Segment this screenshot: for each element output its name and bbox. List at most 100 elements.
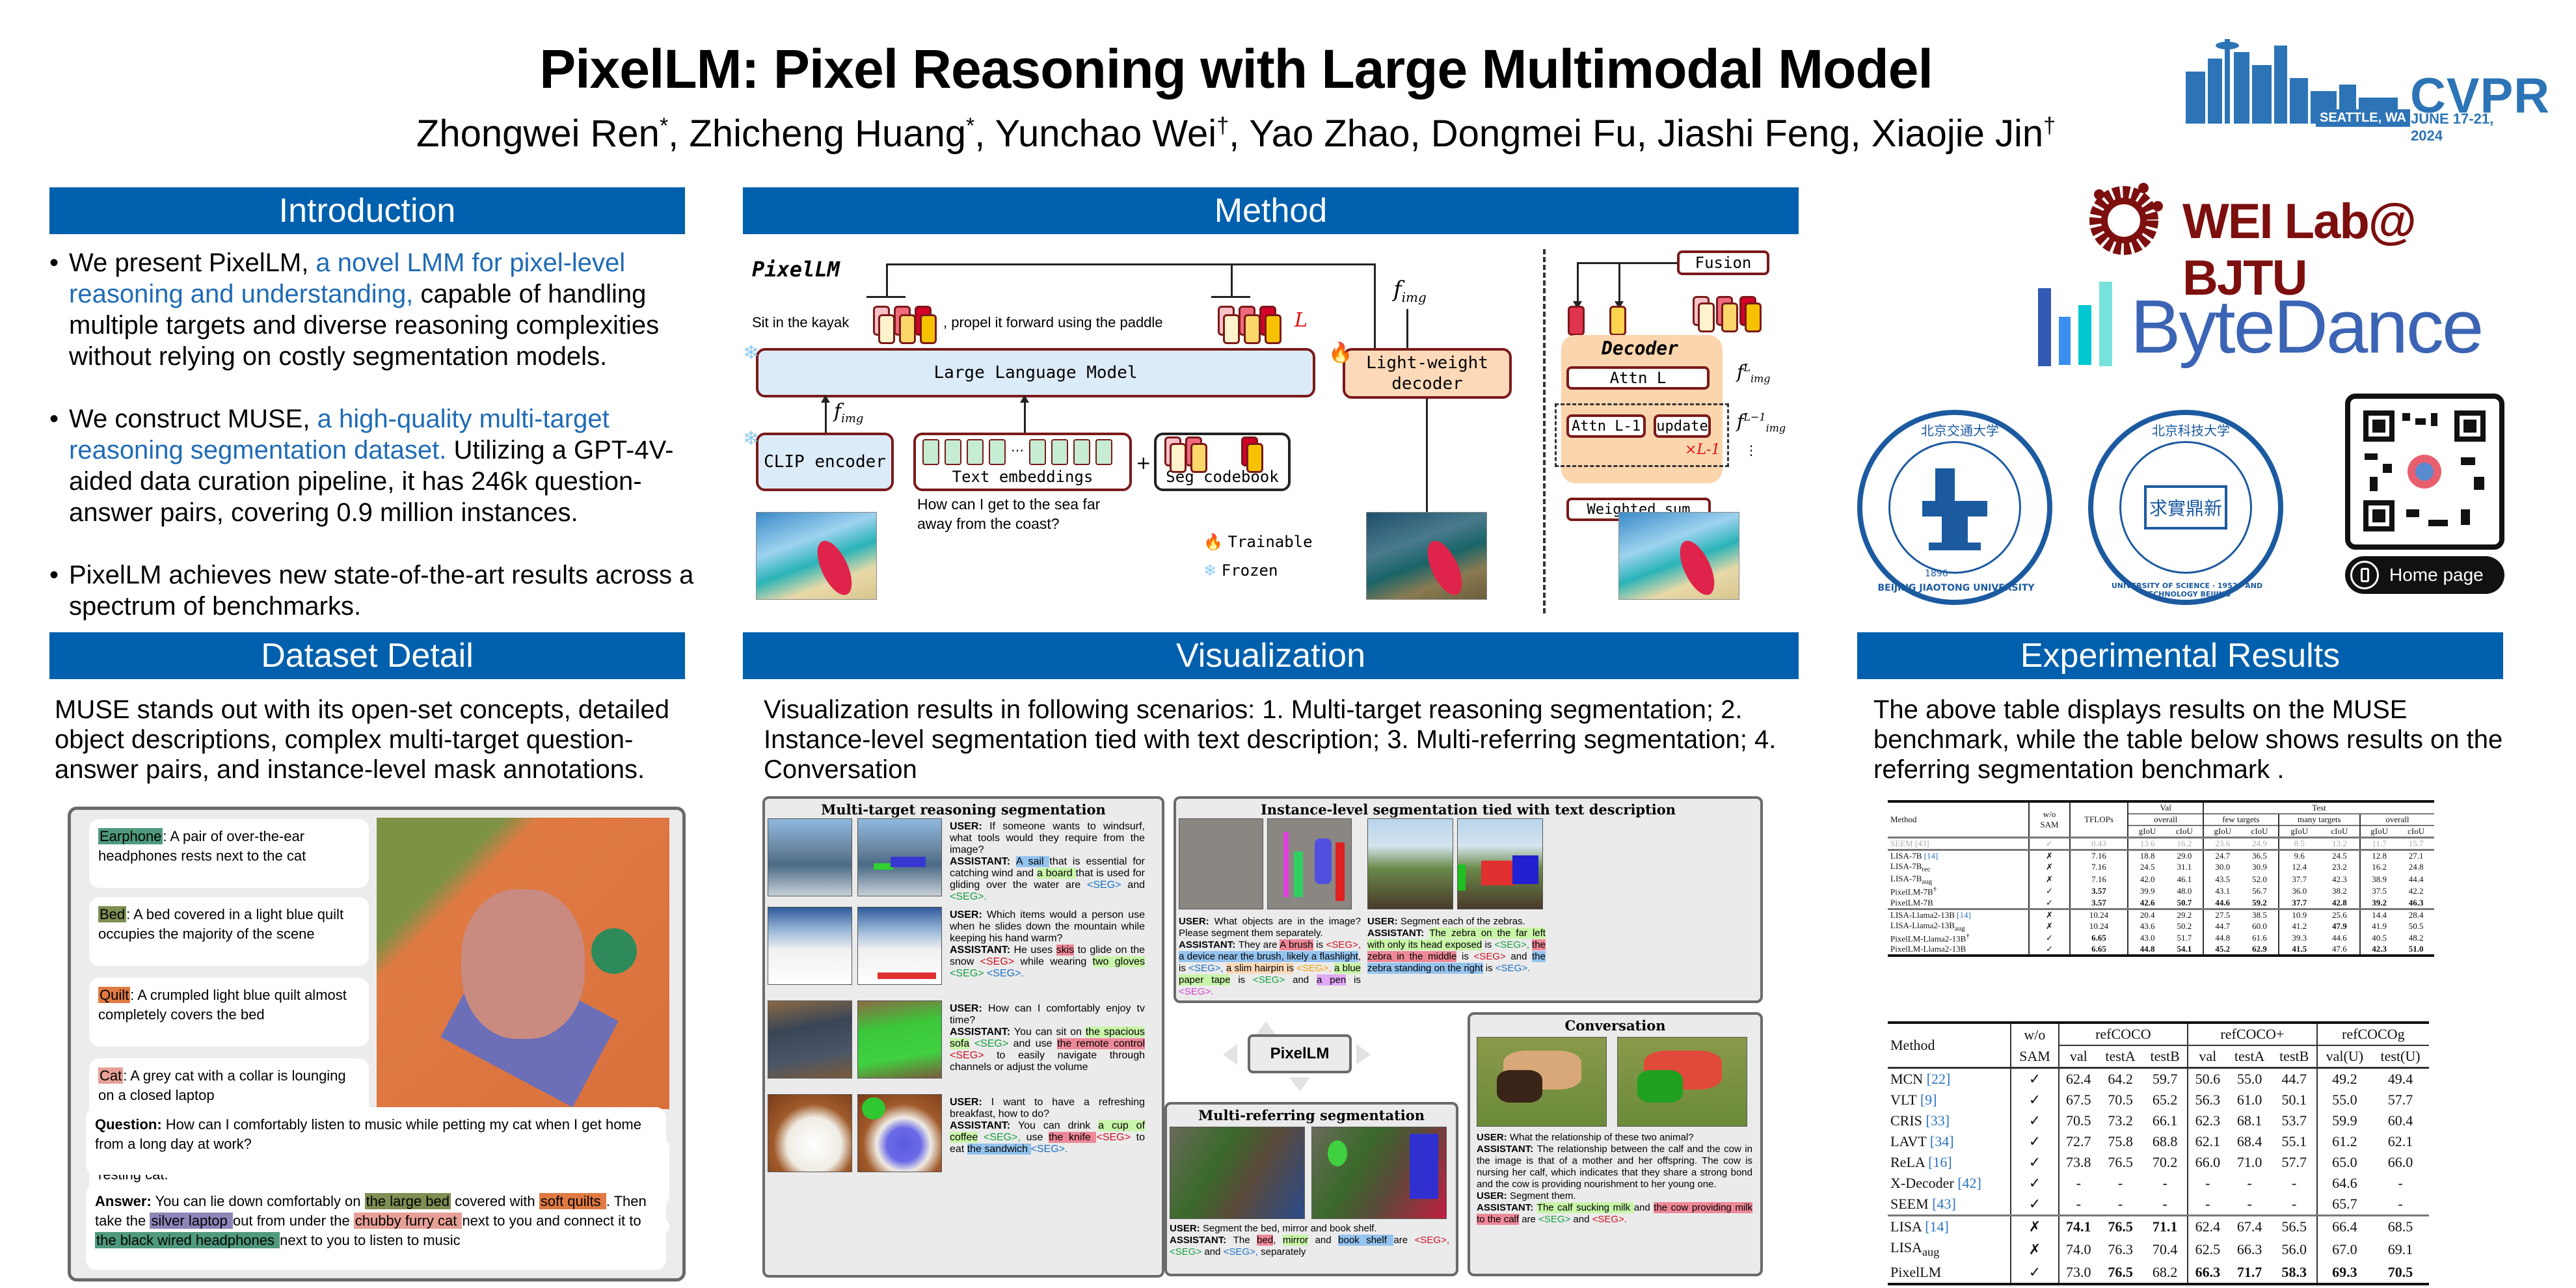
- user-label: USER:: [950, 1097, 991, 1108]
- table-row: SEEM [43]✓------65.7-: [1888, 1194, 2429, 1216]
- highlighted-phrase: <SEG>.: [1030, 1144, 1068, 1155]
- text: is: [1483, 963, 1496, 974]
- clip-encoder-box: CLIP encoder: [756, 433, 894, 491]
- embedding-token: [945, 439, 961, 465]
- metric-value: -: [2117, 1175, 2123, 1191]
- method-name: PixelLM-Llama2-13B: [1888, 944, 2029, 956]
- method-name: LISA-Llama2-13B [14]: [1888, 909, 2029, 920]
- method-name: PixelLM-7B: [1888, 898, 2029, 909]
- sam-check: ✓: [2028, 944, 2070, 956]
- calf: [1497, 1070, 1542, 1103]
- method-name: X-Decoder [42]: [1888, 1173, 2011, 1194]
- metric-value: 66.3: [2187, 1262, 2227, 1285]
- metric-value: 25.6: [2332, 909, 2347, 920]
- metric-value: -: [2398, 1196, 2403, 1212]
- board-mask: [874, 863, 893, 870]
- metric-value: 73.0: [2058, 1262, 2098, 1285]
- highlighted-phrase: a board: [1036, 868, 1076, 879]
- metric-value: 43.0: [2127, 932, 2166, 945]
- f-subscript: img: [1765, 422, 1786, 435]
- metric-value: 37.5: [2359, 885, 2398, 898]
- text: and: [1308, 1235, 1339, 1246]
- method-name: LISA [14]: [1888, 1216, 2011, 1238]
- assistant-label: ASSISTANT:: [950, 856, 1016, 867]
- metric-value: 71.7: [2236, 1264, 2262, 1281]
- diagram-title: PixelLM: [752, 257, 840, 282]
- answer-text: covered with: [451, 1193, 539, 1209]
- kayak-mask: [1420, 535, 1469, 600]
- arrow-down: [1615, 262, 1624, 309]
- user-text: Which items would a person use when he s…: [950, 909, 1146, 944]
- metric-value: 59.9: [2316, 1110, 2372, 1131]
- sam-check: ✓: [2010, 1090, 2059, 1110]
- bullet-text: PixelLM achieves new state-of-the-art re…: [69, 561, 694, 621]
- highlighted-phrase: two gloves: [1092, 956, 1145, 967]
- sam-check: ✓: [2010, 1262, 2059, 1285]
- object-tag: Cat: [98, 1067, 124, 1084]
- highlighted-phrase: <SEG>.: [1495, 963, 1531, 974]
- output-mask-image: [1366, 512, 1487, 600]
- user-label: USER:: [1367, 916, 1401, 927]
- metric-value: 12.4: [2277, 861, 2320, 874]
- highlighted-phrase: <SEG>,: [983, 1132, 1021, 1143]
- metric-value: 50.7: [2177, 897, 2192, 907]
- bullet-text: Utilizing a GPT-4V-aided data curation p…: [69, 436, 674, 527]
- earphone-mask: [591, 928, 637, 974]
- embedding-tokens: …: [922, 439, 1112, 465]
- f-img-L-label: fLimg: [1737, 361, 1771, 385]
- author-mark: †: [1216, 113, 1229, 139]
- highlighted-phrase: the sandwich: [967, 1144, 1031, 1155]
- method-label: X-Decoder: [1890, 1175, 1954, 1191]
- bjtu-seal-logo: 1896 北京交通大学 BEIJING JIAOTONG UNIVERSITY: [1857, 410, 2052, 605]
- f-subscript: img: [841, 412, 864, 425]
- highlighted-phrase: A sail: [1015, 856, 1050, 867]
- windsurf-image: [768, 818, 852, 896]
- qr-code[interactable]: [2345, 394, 2504, 550]
- metric-value: 28.4: [2408, 909, 2424, 920]
- panel-title: Multi-target reasoning segmentation: [821, 801, 1106, 818]
- metric-value: 48.2: [2408, 933, 2424, 943]
- metric-value: 55.1: [2281, 1133, 2307, 1149]
- homepage-button[interactable]: Home page: [2345, 556, 2504, 594]
- sofa-mask-image: [857, 1000, 942, 1079]
- seg-token: [1190, 443, 1207, 473]
- sam-check: ✓: [2010, 1152, 2059, 1173]
- metric-value: -: [2292, 1196, 2297, 1212]
- metric-value: 41.9: [2359, 920, 2398, 933]
- metric-value: 8.5: [2277, 837, 2320, 850]
- metric-value: 67.4: [2236, 1218, 2262, 1235]
- seg-token: [1246, 443, 1263, 473]
- text: [969, 1038, 974, 1049]
- intro-bullet: PixelLM achieves new state-of-the-art re…: [49, 559, 700, 622]
- col-sam: SAM: [2010, 1045, 2059, 1068]
- qr-pattern-icon: [2363, 410, 2486, 531]
- author-name: Jiashi Feng: [1657, 113, 1851, 155]
- author-mark: †: [2043, 113, 2056, 139]
- metric-value: -: [2292, 1175, 2297, 1191]
- metric-value: 50.5: [2408, 920, 2424, 931]
- citation: [43]: [1932, 1196, 1956, 1212]
- text: to glide on the snow: [950, 945, 1146, 967]
- input-image-beach: [756, 512, 877, 600]
- metric-value: 39.2: [2359, 897, 2398, 909]
- highlighted-phrase: the remote control: [1057, 1038, 1145, 1049]
- metric-value: 53.7: [2281, 1112, 2307, 1129]
- metric-value: 16.2: [2177, 839, 2192, 848]
- metric-value: 46.1: [2177, 874, 2192, 884]
- metric-value: 42.8: [2332, 897, 2347, 907]
- col-subgroup: overall: [2127, 813, 2204, 825]
- seg-token: [1244, 314, 1261, 344]
- metric-value: 66.0: [2187, 1152, 2227, 1173]
- metric-value: 59.7: [2152, 1071, 2178, 1087]
- metric-value: 49.4: [2387, 1071, 2413, 1087]
- user-text: I want to have a refreshing breakfast, h…: [950, 1097, 1145, 1120]
- metric-value: 44.4: [2408, 874, 2424, 884]
- anvil-emblem-icon: [1922, 468, 1987, 550]
- seg-token: [899, 314, 916, 344]
- assistant-label: ASSISTANT:: [950, 1120, 1018, 1131]
- connector-line: [1618, 262, 1677, 264]
- conversation-text: USER: Which items would a person use whe…: [950, 909, 1145, 980]
- metric-value: 20.4: [2127, 909, 2166, 920]
